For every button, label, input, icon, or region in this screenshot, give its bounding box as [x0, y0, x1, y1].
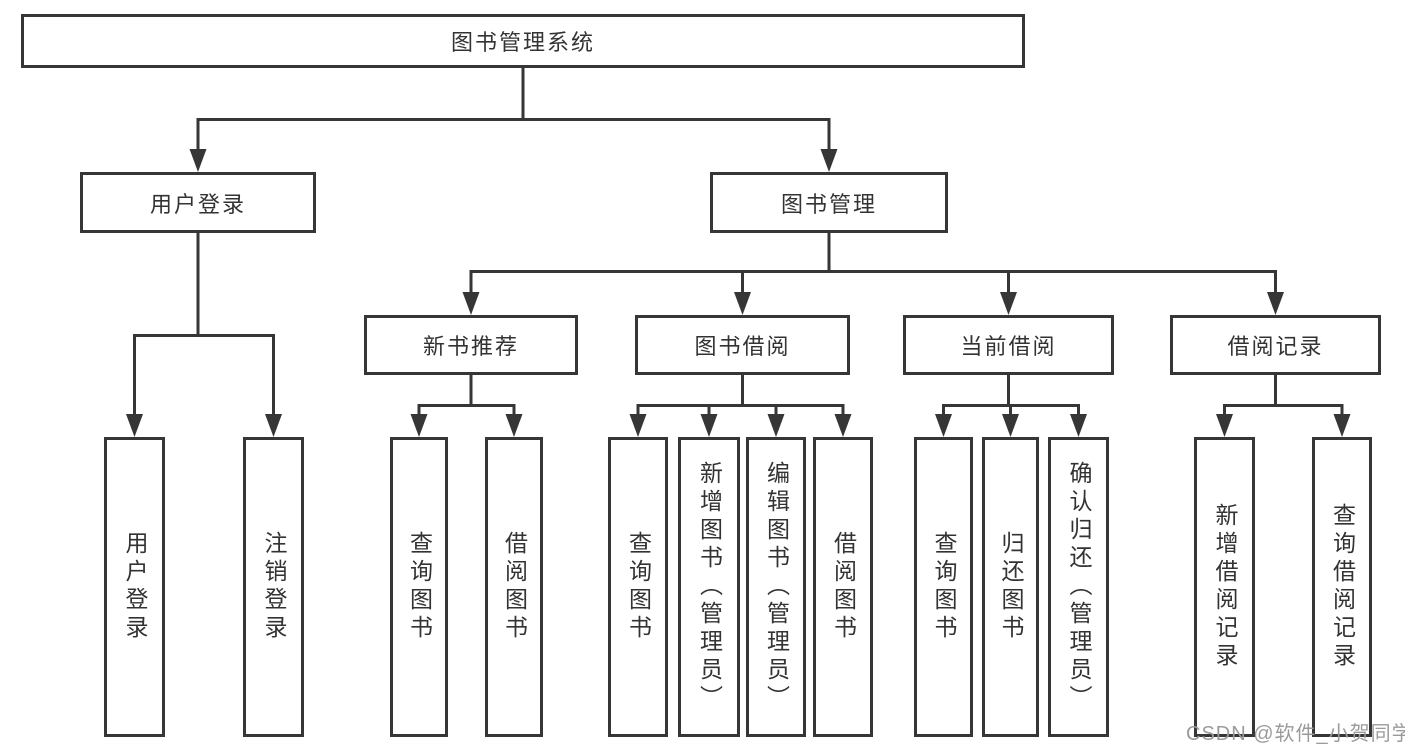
- leaf-label: 归还图书: [998, 531, 1024, 643]
- leaf-label: 确认归还（管理员）: [1066, 461, 1092, 713]
- node-label: 当前借阅: [960, 334, 1057, 359]
- node-new-book-recommendation: 新书推荐: [364, 315, 578, 375]
- node-label: 图书管理系统: [450, 30, 595, 55]
- node-borrow-records: 借阅记录: [1170, 315, 1381, 375]
- node-book-management: 图书管理: [710, 172, 948, 233]
- node-label: 新书推荐: [422, 334, 519, 359]
- leaf-borrow-books-recommend: 借阅图书: [485, 437, 543, 737]
- leaf-label: 注销登录: [261, 531, 287, 643]
- leaf-label: 借阅图书: [830, 531, 857, 643]
- leaf-confirm-return-admin: 确认归还（管理员）: [1048, 437, 1109, 737]
- node-label: 借阅记录: [1227, 334, 1324, 359]
- leaf-label: 借阅图书: [501, 531, 528, 643]
- node-label: 图书借阅: [694, 334, 791, 359]
- leaf-label: 新增借阅记录: [1212, 503, 1238, 671]
- leaf-logout: 注销登录: [243, 437, 304, 737]
- node-book-borrowing: 图书借阅: [635, 315, 850, 375]
- leaf-label: 查询图书: [625, 531, 652, 643]
- node-current-borrowing: 当前借阅: [903, 315, 1114, 375]
- leaf-add-borrow-record: 新增借阅记录: [1194, 437, 1255, 737]
- leaf-borrow-books-borrow: 借阅图书: [813, 437, 873, 737]
- leaf-user-login: 用户登录: [104, 437, 165, 737]
- node-user-login: 用户登录: [80, 172, 316, 233]
- leaf-edit-books-admin: 编辑图书（管理员）: [746, 437, 806, 737]
- leaf-label: 编辑图书（管理员）: [763, 461, 790, 713]
- leaf-add-books-admin: 新增图书（管理员）: [678, 437, 740, 737]
- node-label: 用户登录: [149, 191, 246, 217]
- leaf-label: 用户登录: [122, 531, 148, 643]
- leaf-query-borrow-record: 查询借阅记录: [1312, 437, 1372, 737]
- node-library-management-system: 图书管理系统: [21, 14, 1025, 68]
- leaf-label: 查询图书: [406, 531, 433, 643]
- leaf-label: 查询图书: [931, 531, 957, 643]
- leaf-query-books-borrow: 查询图书: [608, 437, 668, 737]
- node-label: 图书管理: [780, 191, 877, 217]
- leaf-return-books: 归还图书: [982, 437, 1039, 737]
- watermark: CSDN @软件_小贺同学: [1186, 723, 1405, 745]
- leaf-label: 查询借阅记录: [1329, 503, 1356, 671]
- leaf-query-books-current: 查询图书: [914, 437, 973, 737]
- leaf-label: 新增图书（管理员）: [696, 461, 723, 713]
- leaf-query-books-recommend: 查询图书: [390, 437, 448, 737]
